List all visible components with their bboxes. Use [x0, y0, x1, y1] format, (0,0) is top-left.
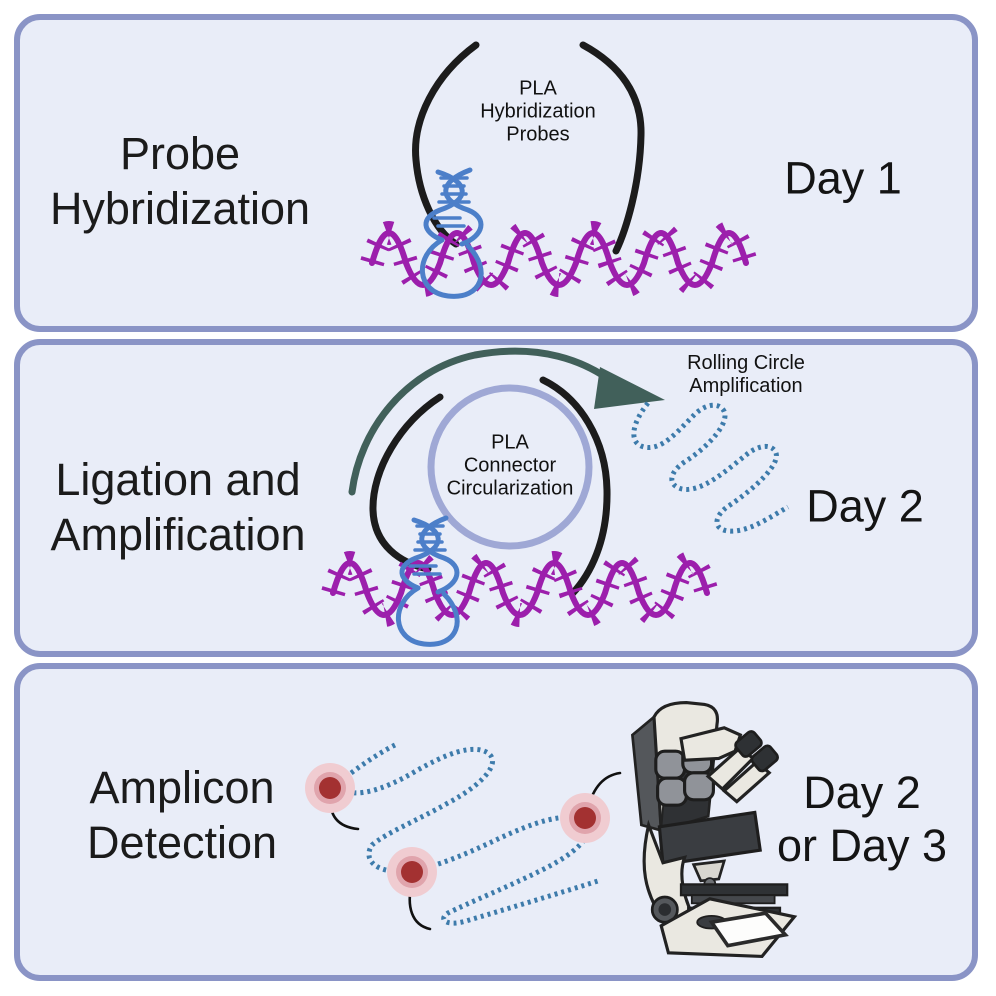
- ligation-amplification-illustration: [321, 347, 790, 651]
- fluorophore-icon: [560, 793, 610, 843]
- target-rna-strand-icon: [360, 221, 758, 297]
- title-line: Amplification: [50, 509, 306, 560]
- panel-title: Amplicon Detection: [87, 760, 277, 870]
- day-label: Day 1: [784, 152, 902, 204]
- fluorophore-icon: [305, 763, 355, 813]
- connector-circle-icon: [427, 384, 593, 550]
- day-label: Day 2 or Day 3: [776, 767, 948, 871]
- title-line: Probe: [119, 128, 241, 179]
- pla-probe-arcs-icon: [369, 376, 611, 598]
- amplicon-coil-icon: [332, 742, 599, 926]
- day-label: Day 2: [806, 480, 924, 532]
- panel-ligation-amplification: Ligation and Amplification PLA Connector…: [14, 339, 978, 657]
- title-line: Amplicon: [89, 762, 275, 813]
- amplicon-coil-icon: [631, 401, 790, 534]
- microscope-icon: [630, 701, 798, 959]
- rolling-circle-arrow-icon: [348, 347, 665, 496]
- probe-hybridization-illustration: [360, 41, 758, 326]
- title-line: Detection: [86, 817, 278, 868]
- target-rna-strand-icon: [321, 551, 719, 627]
- title-line: Hybridization: [49, 183, 311, 234]
- panel-title: Probe Hybridization: [50, 126, 310, 236]
- pla-probes-label: PLA Hybridization Probes: [480, 77, 596, 146]
- connector-circularization-label: PLA Connector Circularization: [446, 431, 574, 500]
- pla-probe-arcs-icon: [412, 41, 645, 255]
- amplicon-detection-illustration: [305, 701, 798, 959]
- panel-probe-hybridization: Probe Hybridization PLA Hybridization Pr…: [14, 14, 978, 332]
- fluorophore-icon: [387, 847, 437, 897]
- panel-amplicon-detection: Amplicon Detection Day 2 or Day 3: [14, 663, 978, 981]
- panel-title: Ligation and Amplification: [50, 452, 305, 562]
- title-line: Ligation and: [55, 454, 301, 505]
- rolling-circle-amplification-label: Rolling Circle Amplification: [687, 352, 805, 397]
